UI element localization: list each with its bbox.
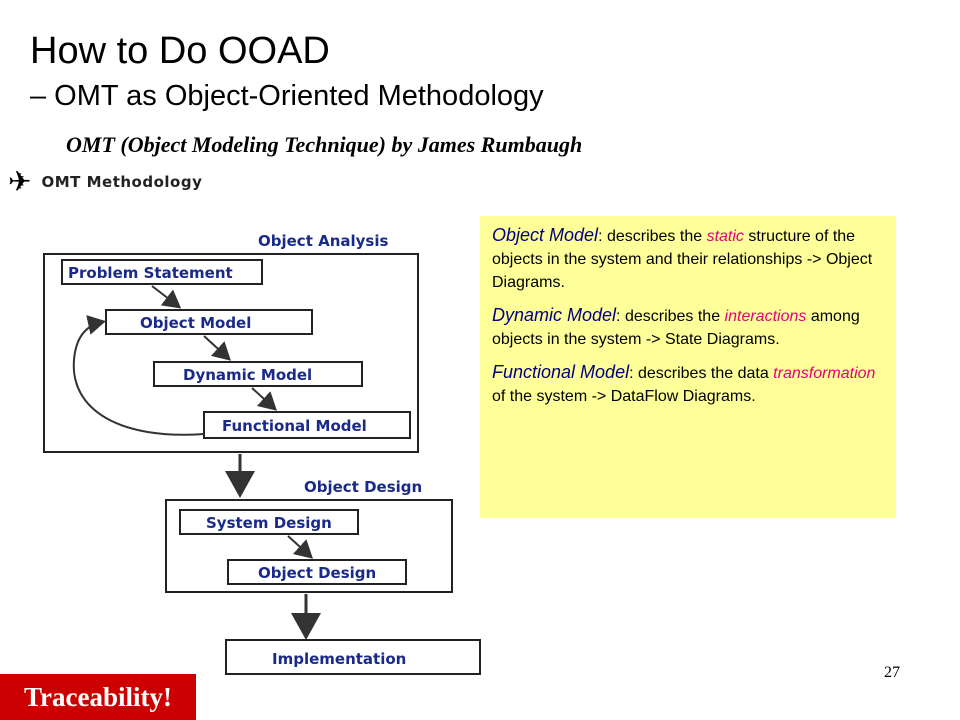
- object-design-step-label: Object Design: [258, 564, 376, 582]
- dynamic-model-box: [153, 361, 363, 387]
- functional-model-pre: : describes the data: [629, 365, 774, 382]
- model-descriptions-box: Object Model: describes the static struc…: [480, 216, 896, 518]
- dynamic-model-description: Dynamic Model: describes the interaction…: [492, 304, 884, 351]
- static-highlight: static: [706, 228, 744, 245]
- traceability-badge: Traceability!: [0, 674, 196, 720]
- dynamic-model-pre: : describes the: [616, 308, 725, 325]
- dynamic-model-label: Dynamic Model: [183, 366, 312, 384]
- system-design-label: System Design: [206, 514, 332, 532]
- functional-model-term: Functional Model: [492, 362, 630, 382]
- arrow-dynamic-to-functional: [251, 387, 277, 411]
- object-design-frame: [165, 499, 453, 593]
- omt-diagram: Object Analysis Problem Statement Object…: [43, 232, 481, 675]
- dynamic-model-rest: among objects in the system -> State Dia…: [492, 308, 860, 348]
- omt-credit: OMT (Object Modeling Technique) by James…: [66, 132, 583, 157]
- arrow-system-to-object-design: [287, 535, 313, 559]
- dynamic-model-term: Dynamic Model: [492, 305, 617, 325]
- object-model-label: Object Model: [140, 314, 251, 332]
- page-number: 27: [884, 664, 900, 681]
- airplane-icon: ✈: [8, 166, 32, 197]
- functional-model-box: [203, 411, 411, 439]
- interactions-highlight: interactions: [724, 308, 807, 325]
- system-design-box: [179, 509, 359, 535]
- page-subtitle: – OMT as Object-Oriented Methodology: [30, 80, 544, 112]
- arrow-feedback-loop: [72, 315, 205, 436]
- object-model-description: Object Model: describes the static struc…: [492, 224, 884, 294]
- problem-statement-label: Problem Statement: [68, 264, 233, 282]
- object-model-box: [105, 309, 313, 335]
- object-model-rest: structure of the objects in the system a…: [492, 228, 873, 291]
- implementation-label: Implementation: [272, 650, 406, 668]
- arrow-problem-to-object: [151, 285, 182, 309]
- object-analysis-header: Object Analysis: [258, 232, 388, 250]
- implementation-box: [225, 639, 481, 675]
- object-design-header: Object Design: [304, 478, 422, 496]
- omt-heading: ✈ OMT Methodology: [8, 168, 202, 196]
- functional-model-description: Functional Model: describes the data tra…: [492, 361, 884, 408]
- object-model-pre: : describes the: [598, 228, 707, 245]
- functional-model-label: Functional Model: [222, 417, 367, 435]
- arrow-object-to-dynamic: [203, 335, 231, 361]
- page-title: How to Do OOAD: [30, 30, 330, 72]
- functional-model-rest: of the system -> DataFlow Diagrams.: [492, 388, 756, 405]
- object-analysis-frame: [43, 253, 419, 453]
- omt-heading-label: OMT Methodology: [41, 173, 203, 191]
- problem-statement-box: [61, 259, 263, 285]
- object-design-step-box: [227, 559, 407, 585]
- object-model-term: Object Model: [492, 225, 599, 245]
- transformation-highlight: transformation: [773, 365, 876, 382]
